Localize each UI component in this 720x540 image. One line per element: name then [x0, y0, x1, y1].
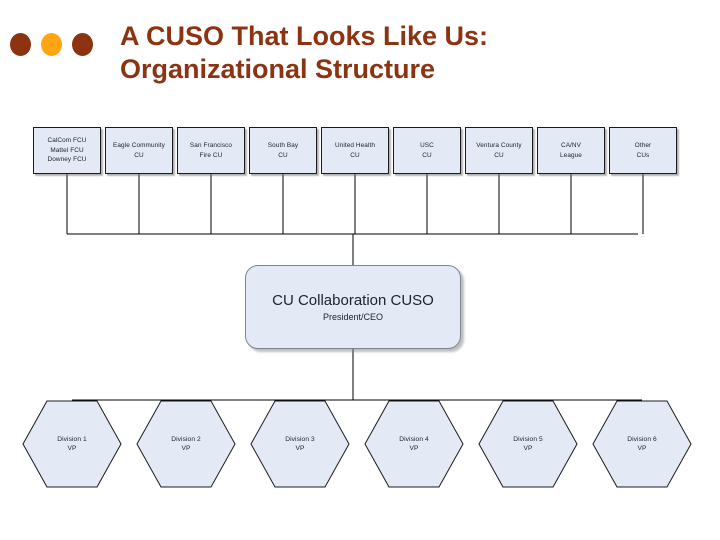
division-subtitle: VP: [523, 445, 533, 452]
member-box[interactable]: Eagle Community CU: [105, 127, 173, 174]
member-box[interactable]: United Health CU: [321, 127, 389, 174]
division-subtitle: VP: [409, 445, 419, 452]
cuso-node-subtitle: President/CEO: [322, 311, 384, 322]
member-box-label: Ventura County CU: [476, 141, 522, 159]
division-hexagon-label: Division 6 VP: [592, 400, 692, 488]
division-title: Division 3: [285, 435, 315, 443]
division-hexagon[interactable]: Division 2 VP: [136, 400, 236, 488]
division-subtitle: VP: [181, 445, 191, 452]
division-hexagon-label: Division 5 VP: [478, 400, 578, 488]
division-title: Division 6: [627, 435, 657, 443]
member-box[interactable]: South Bay CU: [249, 127, 317, 174]
title-bullet-group: [10, 33, 102, 57]
division-title: Division 4: [399, 435, 429, 443]
member-box-label: Other CUs: [634, 141, 652, 159]
member-box-label: Eagle Community CU: [113, 141, 165, 159]
member-box-label: USC CU: [420, 141, 434, 159]
cuso-node-title: CU Collaboration CUSO: [272, 291, 434, 309]
member-box[interactable]: San Francisco Fire CU: [177, 127, 245, 174]
bullet-dot-2-icon: [41, 33, 62, 56]
division-title: Division 2: [171, 435, 201, 443]
member-box[interactable]: USC CU: [393, 127, 461, 174]
member-box[interactable]: CalCom FCU Mattel FCU Downey FCU: [33, 127, 101, 174]
division-hexagon-label: Division 1 VP: [22, 400, 122, 488]
member-box-label: South Bay CU: [267, 141, 299, 159]
page-title: A CUSO That Looks Like Us: Organizationa…: [120, 20, 700, 86]
page-title-line-2: Organizational Structure: [120, 54, 436, 84]
division-hexagon[interactable]: Division 6 VP: [592, 400, 692, 488]
bullet-dot-3-icon: [72, 33, 93, 56]
division-subtitle: VP: [295, 445, 305, 452]
member-box-label: CA/NV League: [560, 141, 582, 159]
cuso-node[interactable]: CU Collaboration CUSO President/CEO: [245, 265, 461, 349]
division-hexagon-label: Division 4 VP: [364, 400, 464, 488]
division-hexagon[interactable]: Division 3 VP: [250, 400, 350, 488]
member-box-label: CalCom FCU Mattel FCU Downey FCU: [47, 137, 87, 164]
member-box[interactable]: Ventura County CU: [465, 127, 533, 174]
member-box-label: San Francisco Fire CU: [189, 141, 233, 159]
division-hexagon[interactable]: Division 4 VP: [364, 400, 464, 488]
member-box-label: United Health CU: [334, 141, 376, 159]
page-title-line-1: A CUSO That Looks Like Us:: [120, 21, 489, 51]
division-subtitle: VP: [67, 445, 77, 452]
division-hexagon[interactable]: Division 5 VP: [478, 400, 578, 488]
division-hexagon-label: Division 2 VP: [136, 400, 236, 488]
bullet-dot-1-icon: [10, 33, 31, 56]
division-hexagon[interactable]: Division 1 VP: [22, 400, 122, 488]
division-title: Division 5: [513, 435, 543, 443]
member-box[interactable]: CA/NV League: [537, 127, 605, 174]
member-box[interactable]: Other CUs: [609, 127, 677, 174]
division-title: Division 1: [57, 435, 87, 443]
division-subtitle: VP: [637, 445, 647, 452]
division-hexagon-label: Division 3 VP: [250, 400, 350, 488]
